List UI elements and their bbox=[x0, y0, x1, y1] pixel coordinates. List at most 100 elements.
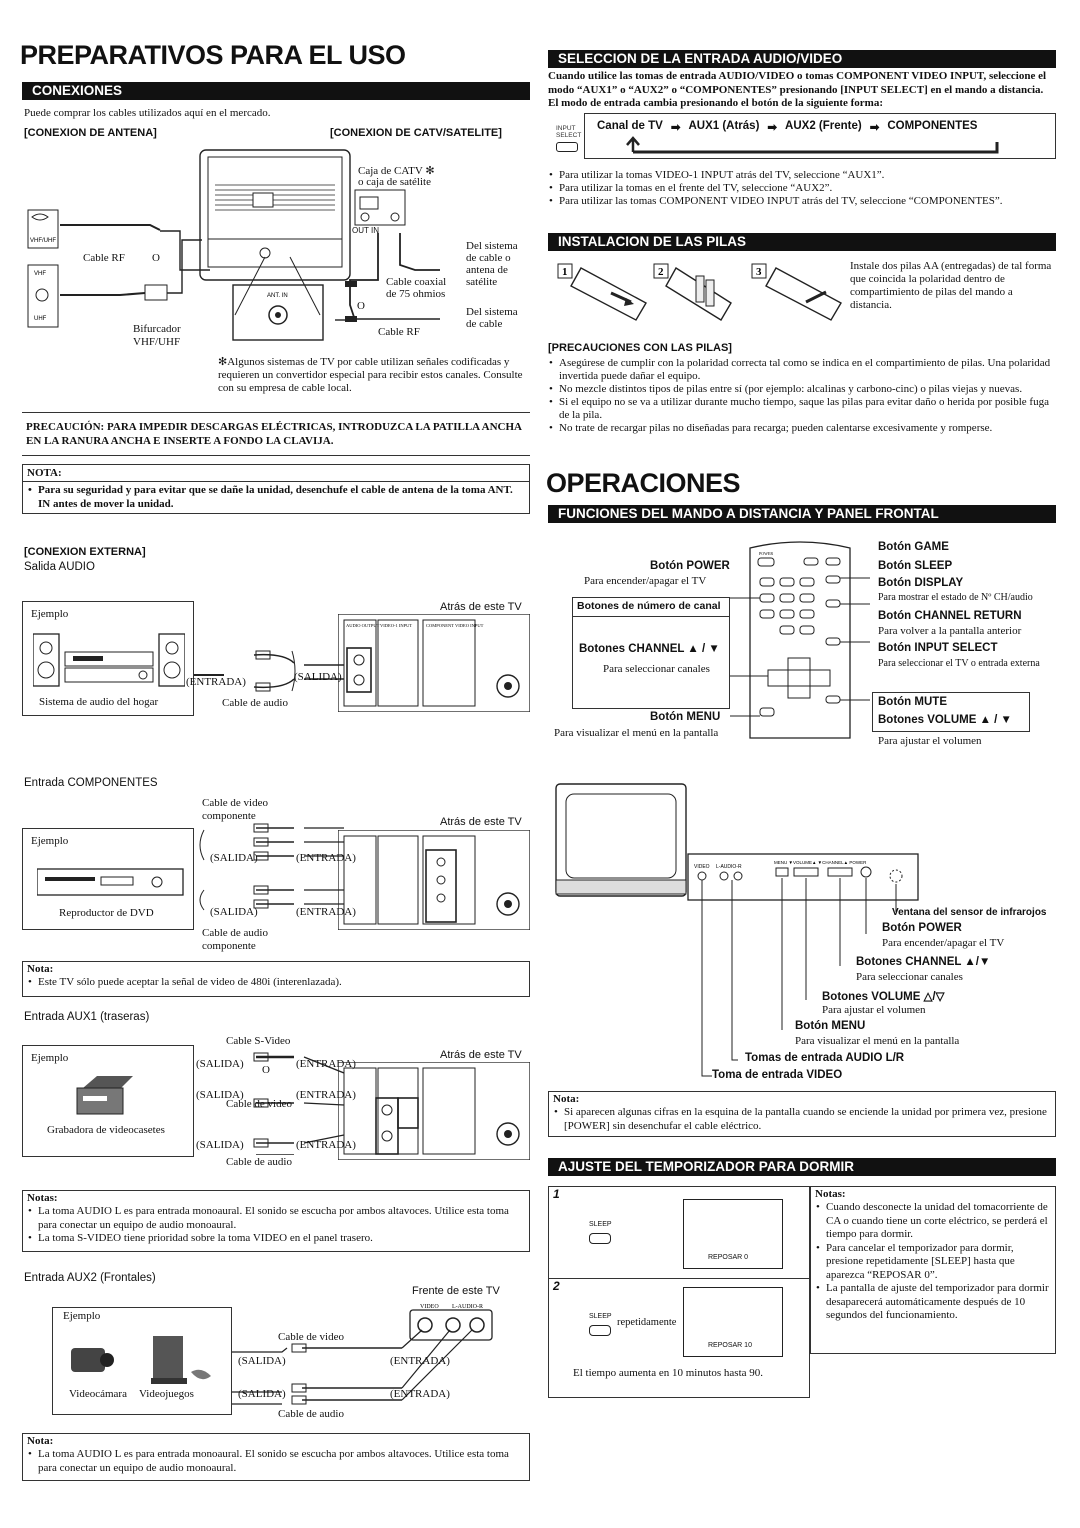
step-number: 2 bbox=[658, 266, 664, 278]
svg-text:VIDEO: VIDEO bbox=[420, 1304, 439, 1310]
o-label-2: O bbox=[357, 300, 365, 312]
antenna-diagram: ANT. IN VHF/UHF VHF UHF bbox=[27, 149, 440, 341]
input-flow-box: Canal de TV➡ AUX1 (Atrás)➡ AUX2 (Frente)… bbox=[584, 113, 1056, 159]
panel-channel-label: Botones CHANNEL ▲/▼ bbox=[856, 956, 991, 968]
nota-text-5: Si aparecen algunas cifras en la esquina… bbox=[553, 1106, 1051, 1133]
sleep-button-icon bbox=[589, 1233, 611, 1244]
out-in-label: OUT IN bbox=[352, 226, 379, 235]
nota-title-5: Nota: bbox=[553, 1093, 580, 1105]
prec-item: Si el equipo no se va a utilizar durante… bbox=[548, 396, 1056, 422]
section-header-seleccion: SELECCION DE LA ENTRADA AUDIO/VIDEO bbox=[548, 50, 1056, 68]
svg-text:L-AUDIO-R: L-AUDIO-R bbox=[716, 864, 742, 870]
entrada-label-8: (ENTRADA) bbox=[390, 1388, 450, 1400]
input-flow: Canal de TV➡ AUX1 (Atrás)➡ AUX2 (Frente)… bbox=[597, 120, 977, 134]
remote-vol-desc: Para ajustar el volumen bbox=[878, 735, 982, 747]
input-select-label: INPUT SELECT bbox=[556, 125, 582, 139]
cable-rf-label-2: Cable RF bbox=[378, 326, 420, 338]
entrada-label-5: (ENTRADA) bbox=[296, 1089, 356, 1101]
grabadora-label: Grabadora de videocasetes bbox=[47, 1124, 165, 1136]
remote-channel-desc: Para seleccionar canales bbox=[603, 663, 710, 675]
aux2-cable-diagram: VIDEO L-AUDIO-R bbox=[232, 1304, 493, 1405]
dvd-label: Reproductor de DVD bbox=[59, 907, 154, 919]
atras-label-2: Atrás de este TV bbox=[440, 816, 522, 828]
flow-step: COMPONENTES bbox=[887, 120, 978, 132]
cable-svideo-label: Cable S-Video bbox=[226, 1035, 291, 1047]
sleep-steps-box: 1 SLEEP REPOSAR 0 2 SLEEP repetidamente … bbox=[548, 1186, 810, 1398]
screen-icon: REPOSAR 0 bbox=[683, 1199, 783, 1269]
svg-text:VHF: VHF bbox=[34, 271, 46, 277]
precaucion-box: PRECAUCIÓN: PARA IMPEDIR DESCARGAS ELÉCT… bbox=[22, 412, 530, 456]
cable-audio-comp-2: componente bbox=[202, 940, 256, 952]
antena-label: [CONEXION DE ANTENA] bbox=[24, 127, 157, 139]
remote-channel-label: Botones CHANNEL ▲ / ▼ bbox=[579, 643, 720, 655]
dvd-player-icon bbox=[37, 868, 184, 896]
remote-power-label: Botón POWER bbox=[650, 560, 730, 572]
cable-audio-label-4: Cable de audio bbox=[278, 1408, 344, 1420]
panel-volume-desc: Para ajustar el volumen bbox=[822, 1004, 926, 1016]
arrow-right-icon: ➡ bbox=[767, 122, 778, 134]
remote-display-label: Botón DISPLAY bbox=[878, 577, 964, 589]
svg-text:AUDIO OUTPUT: AUDIO OUTPUT bbox=[346, 623, 380, 628]
sleep-label: SLEEP bbox=[589, 1221, 612, 1228]
nota-box-1: NOTA: Para su seguridad y para evitar qu… bbox=[22, 464, 530, 514]
nota-title-4: Nota: bbox=[27, 1435, 54, 1447]
step-number: 3 bbox=[756, 266, 762, 278]
flow-step: AUX1 (Atrás) bbox=[688, 120, 760, 132]
svg-text:L-AUDIO-R: L-AUDIO-R bbox=[452, 1304, 483, 1310]
atras-label-1: Atrás de este TV bbox=[440, 601, 522, 613]
ejemplo-box-audio: Ejemplo Sistema de audio del hogar bbox=[22, 601, 194, 716]
seleccion-item: Para utilizar las tomas COMPONENT VIDEO … bbox=[548, 195, 1056, 208]
svg-text:VHF/UHF: VHF/UHF bbox=[30, 238, 56, 244]
notas-box-3: Notas: La toma AUDIO L es para entrada m… bbox=[22, 1190, 530, 1252]
sleep-button-icon bbox=[589, 1325, 611, 1336]
cable-rf-label: Cable RF bbox=[83, 252, 125, 264]
camera-console-icon bbox=[71, 1336, 211, 1384]
catv-footnote: ✻Algunos sistemas de TV por cable utiliz… bbox=[218, 356, 523, 394]
salida-label-1: (SALIDA) bbox=[294, 671, 342, 683]
audio-cable-diagram bbox=[194, 650, 344, 692]
ejemplo-label-2: Ejemplo bbox=[31, 835, 69, 847]
seleccion-intro: Cuando utilice las tomas de entrada AUDI… bbox=[548, 70, 1047, 109]
section-header-funciones: FUNCIONES DEL MANDO A DISTANCIA Y PANEL … bbox=[548, 505, 1056, 523]
componentes-title: Entrada COMPONENTES bbox=[24, 777, 158, 789]
sleep-step-1: 1 SLEEP REPOSAR 0 bbox=[549, 1187, 809, 1279]
step-number: 2 bbox=[553, 1279, 560, 1293]
entrada-label-7: (ENTRADA) bbox=[390, 1355, 450, 1367]
operaciones-title: OPERACIONES bbox=[546, 468, 741, 498]
videocamara-label: Videocámara bbox=[69, 1388, 127, 1400]
cable-audio-label-3: Cable de audio bbox=[226, 1156, 292, 1168]
salida-label-4: (SALIDA) bbox=[196, 1058, 244, 1070]
frente-label: Frente de este TV bbox=[412, 1285, 500, 1297]
remote-mute-label: Botón MUTE bbox=[878, 696, 947, 708]
notas-title-sleep: Notas: bbox=[815, 1188, 846, 1200]
prec-pilas-list: Asegúrese de cumplir con la polaridad co… bbox=[548, 357, 1056, 435]
remote-control-icon: POWER bbox=[730, 541, 870, 739]
aux1-cable-diagram bbox=[253, 1052, 344, 1155]
nota-box-4: Nota: La toma AUDIO L es para entrada mo… bbox=[22, 1433, 530, 1481]
bifurcador-label: Bifurcador bbox=[133, 323, 181, 335]
seleccion-list: Para utilizar la tomas VIDEO-1 INPUT atr… bbox=[548, 169, 1056, 208]
nota-box-5: Nota: Si aparecen algunas cifras en la e… bbox=[548, 1091, 1056, 1137]
o-label: O bbox=[152, 252, 160, 264]
remote-sleep-label: Botón SLEEP bbox=[878, 560, 953, 572]
remote-channel-return-label: Botón CHANNEL RETURN bbox=[878, 610, 1022, 622]
notas-item: La toma AUDIO L es para entrada monoaura… bbox=[27, 1205, 525, 1232]
sleep-label-2: SLEEP bbox=[589, 1313, 612, 1320]
salida-label-6: (SALIDA) bbox=[196, 1139, 244, 1151]
sensor-label: Ventana del sensor de infrarojos bbox=[892, 907, 1047, 918]
videojuegos-label: Videojuegos bbox=[139, 1388, 194, 1400]
nota-title: NOTA: bbox=[23, 465, 529, 482]
caja-catv-label: Caja de CATV ✻ bbox=[358, 165, 435, 177]
ejemplo-box-camera: Ejemplo Videocámara Videojuegos bbox=[52, 1307, 232, 1415]
nota-box-2: Nota: Este TV sólo puede aceptar la seña… bbox=[22, 961, 530, 997]
reposar10-label: REPOSAR 10 bbox=[708, 1342, 752, 1349]
o-label-3: O bbox=[262, 1064, 270, 1076]
step-number: 1 bbox=[562, 266, 568, 278]
nota-text-4: La toma AUDIO L es para entrada monoaura… bbox=[27, 1448, 525, 1475]
remote-display-desc: Para mostrar el estado de Nº CH/audio bbox=[878, 592, 1033, 603]
tv-back-panel-2 bbox=[338, 830, 530, 930]
arrow-right-icon: ➡ bbox=[670, 122, 681, 134]
